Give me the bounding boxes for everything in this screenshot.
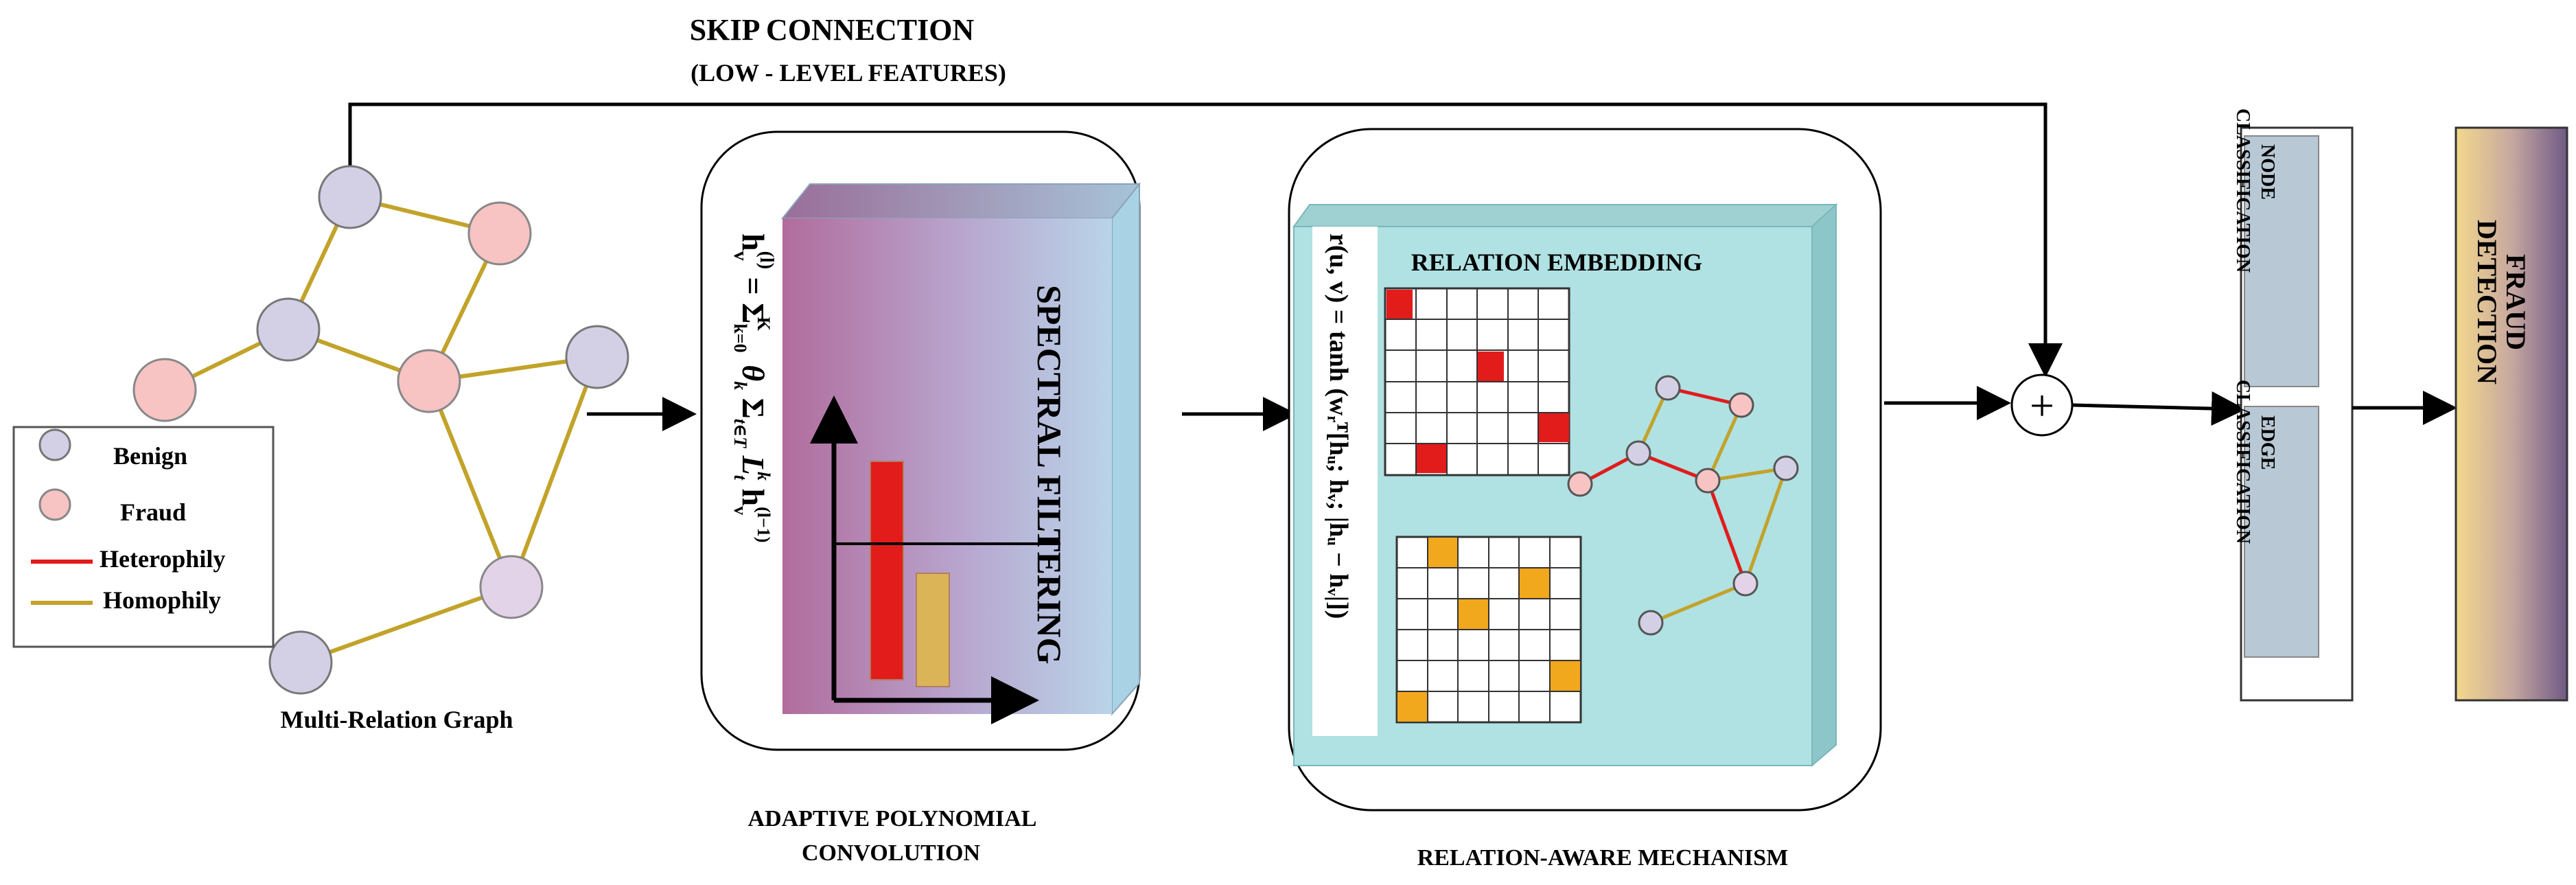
multi-relation-graph: Benign Fraud Heterophily Homophily Multi… bbox=[12, 165, 629, 733]
sum-node: + bbox=[2010, 373, 2074, 437]
spectral-filtering-label: SPECTRAL FILTERING bbox=[1030, 285, 1069, 665]
fraud-detection-label-line2: DETECTION bbox=[2472, 220, 2503, 384]
matrix-cell-highlight bbox=[1417, 443, 1447, 473]
matrix-cell-highlight bbox=[1459, 599, 1488, 630]
fraud-node bbox=[1695, 468, 1721, 494]
matrix-cell-highlight bbox=[1539, 412, 1569, 442]
homophily-edge bbox=[1707, 466, 1787, 483]
fraud-node bbox=[1728, 392, 1754, 418]
node-classification-box bbox=[2244, 135, 2319, 387]
fraud-detection-label-line1: FRAUD bbox=[2500, 254, 2531, 350]
relation-box-top bbox=[1292, 204, 1838, 227]
legend-heterophily-label: Heterophily bbox=[100, 545, 225, 573]
sum-circle bbox=[2010, 373, 2074, 437]
fraud-node bbox=[467, 201, 532, 266]
benign-node bbox=[565, 325, 629, 389]
relation-embedding-label: RELATION EMBEDDING bbox=[1411, 249, 1702, 276]
graph-edge bbox=[509, 356, 599, 588]
graph-legend: Benign Fraud Heterophily Homophily bbox=[12, 426, 275, 648]
relation-formula: r(u, v) = tanh (wᵣᵀ[hᵤ; hᵥ; |hᵤ − hᵥ|]) bbox=[1324, 233, 1353, 619]
relation-box-side bbox=[1811, 203, 1837, 768]
matrix-cell-highlight bbox=[1428, 538, 1458, 568]
legend-fraud-label: Fraud bbox=[120, 498, 186, 526]
graph-caption: Multi-Relation Graph bbox=[281, 706, 513, 733]
benign-node bbox=[256, 297, 321, 362]
edge-classification-label: EDGECLASSIFICATION bbox=[2232, 380, 2278, 544]
spectral-box-side bbox=[1111, 182, 1140, 716]
benign-node bbox=[1655, 375, 1681, 401]
legend-benign-label: Benign bbox=[113, 442, 187, 470]
node-classification-label: NODECLASSIFICATION bbox=[2232, 108, 2278, 273]
legend-homophily-label: Homophily bbox=[103, 586, 221, 614]
relation-matrix-heterophily bbox=[1384, 287, 1570, 476]
benign-node bbox=[1773, 455, 1799, 481]
benign-node bbox=[1732, 571, 1759, 597]
sum-symbol: + bbox=[2030, 381, 2054, 430]
matrix-gridlines bbox=[1397, 537, 1581, 722]
matrix-cell-highlight bbox=[1386, 290, 1413, 320]
heterophily-edge bbox=[1706, 480, 1748, 584]
fraud-node bbox=[1567, 471, 1593, 497]
fraud-detection-box bbox=[2455, 126, 2568, 702]
edge-classification-box bbox=[2244, 406, 2319, 658]
convolution-caption-line1: ADAPTIVE POLYNOMIAL bbox=[748, 806, 1037, 831]
fraud-node bbox=[132, 358, 197, 422]
relation-module: r(u, v) = tanh (wᵣᵀ[hᵤ; hᵥ; |hᵤ − hᵥ|]) … bbox=[1288, 128, 1882, 871]
legend-benign-marker bbox=[38, 428, 71, 461]
graph-edge bbox=[299, 585, 513, 665]
relation-caption: RELATION-AWARE MECHANISM bbox=[1417, 845, 1789, 871]
spectral-box-top bbox=[780, 183, 1141, 219]
matrix-cell-highlight bbox=[1478, 352, 1504, 382]
arrow-sum-to-classification bbox=[2072, 391, 2246, 426]
fraud-detection-module: FRAUD DETECTION bbox=[2455, 126, 2568, 702]
relation-formula-strip bbox=[1312, 227, 1378, 736]
fraud-node bbox=[397, 349, 461, 413]
homophily-edge bbox=[1650, 582, 1746, 625]
matrix-cell-highlight bbox=[1520, 568, 1549, 599]
benign-node bbox=[1625, 440, 1651, 466]
relation-mini-graph bbox=[1567, 375, 1799, 636]
benign-node bbox=[268, 630, 333, 695]
matrix-cell-highlight bbox=[1551, 661, 1580, 691]
legend-box bbox=[12, 426, 275, 648]
homophily-edge bbox=[1706, 404, 1743, 482]
spectral-bar-yellow bbox=[916, 573, 950, 687]
matrix-gridlines bbox=[1385, 288, 1569, 475]
classification-module: NODECLASSIFICATION EDGECLASSIFICATION bbox=[2232, 108, 2354, 702]
skip-connection: SKIP CONNECTION (LOW - LEVEL FEATURES) bbox=[348, 13, 2063, 378]
spectral-bar-red bbox=[870, 461, 904, 680]
convolution-caption-line2: CONVOLUTION bbox=[802, 840, 980, 866]
graph-edge bbox=[427, 380, 513, 588]
skip-connection-subtitle: (LOW - LEVEL FEATURES) bbox=[691, 59, 1006, 87]
legend-fraud-marker bbox=[38, 488, 71, 521]
benign-node bbox=[318, 165, 382, 229]
skip-connection-arrow bbox=[348, 102, 2063, 378]
homophily-edge bbox=[1743, 468, 1788, 584]
skip-connection-title: SKIP CONNECTION bbox=[690, 13, 975, 47]
matrix-cell-highlight bbox=[1397, 692, 1427, 722]
benign-node bbox=[1638, 610, 1664, 636]
benign-node bbox=[479, 555, 544, 619]
relation-matrix-homophily bbox=[1395, 536, 1582, 724]
